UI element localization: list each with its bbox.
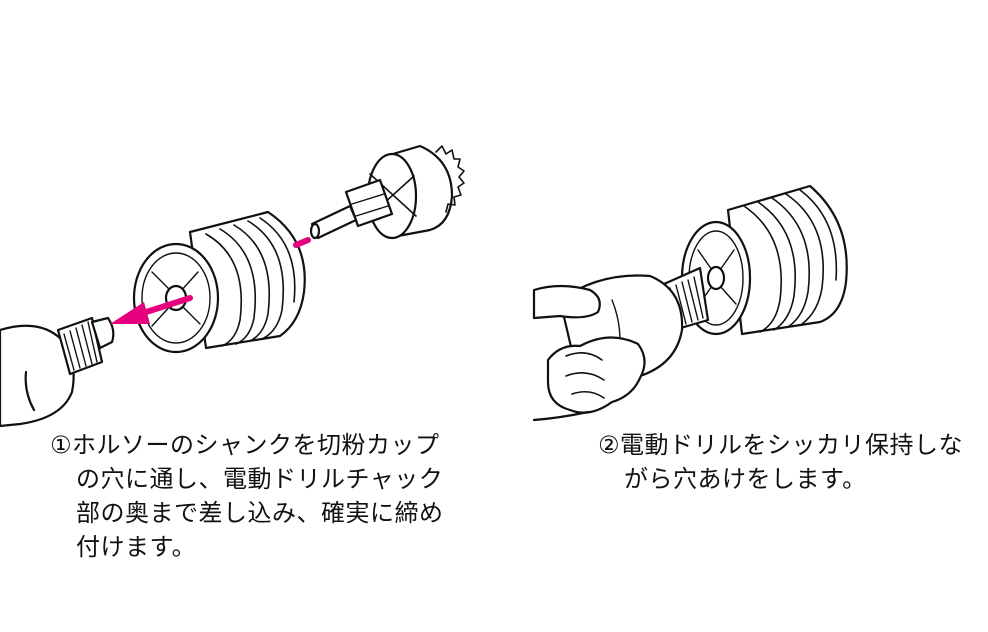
hole-saw xyxy=(309,144,465,240)
step2-illustration xyxy=(532,184,848,422)
drill-chuck xyxy=(56,316,115,376)
step1-line-1: ①ホルソーのシャンクを切粉カップ xyxy=(50,431,440,459)
step1-line-3: 部の奥まで差し込み、確実に締め xyxy=(76,499,444,527)
step2-line-2: がら穴あけをします。 xyxy=(624,465,867,493)
step2-caption: ②電動ドリルをシッカリ保持しな がら穴あけをします。 xyxy=(598,428,963,496)
insert-arrow xyxy=(110,237,311,324)
step2-line-1: ②電動ドリルをシッカリ保持しな xyxy=(598,431,964,459)
hand xyxy=(532,284,646,422)
step1-line-2: の穴に通し、電動ドリルチャック xyxy=(76,465,444,493)
chip-cup xyxy=(132,210,306,354)
step1-line-4: 付けます。 xyxy=(76,533,197,561)
step1-caption: ①ホルソーのシャンクを切粉カップ の穴に通し、電動ドリルチャック 部の奥まで差し… xyxy=(50,428,444,564)
